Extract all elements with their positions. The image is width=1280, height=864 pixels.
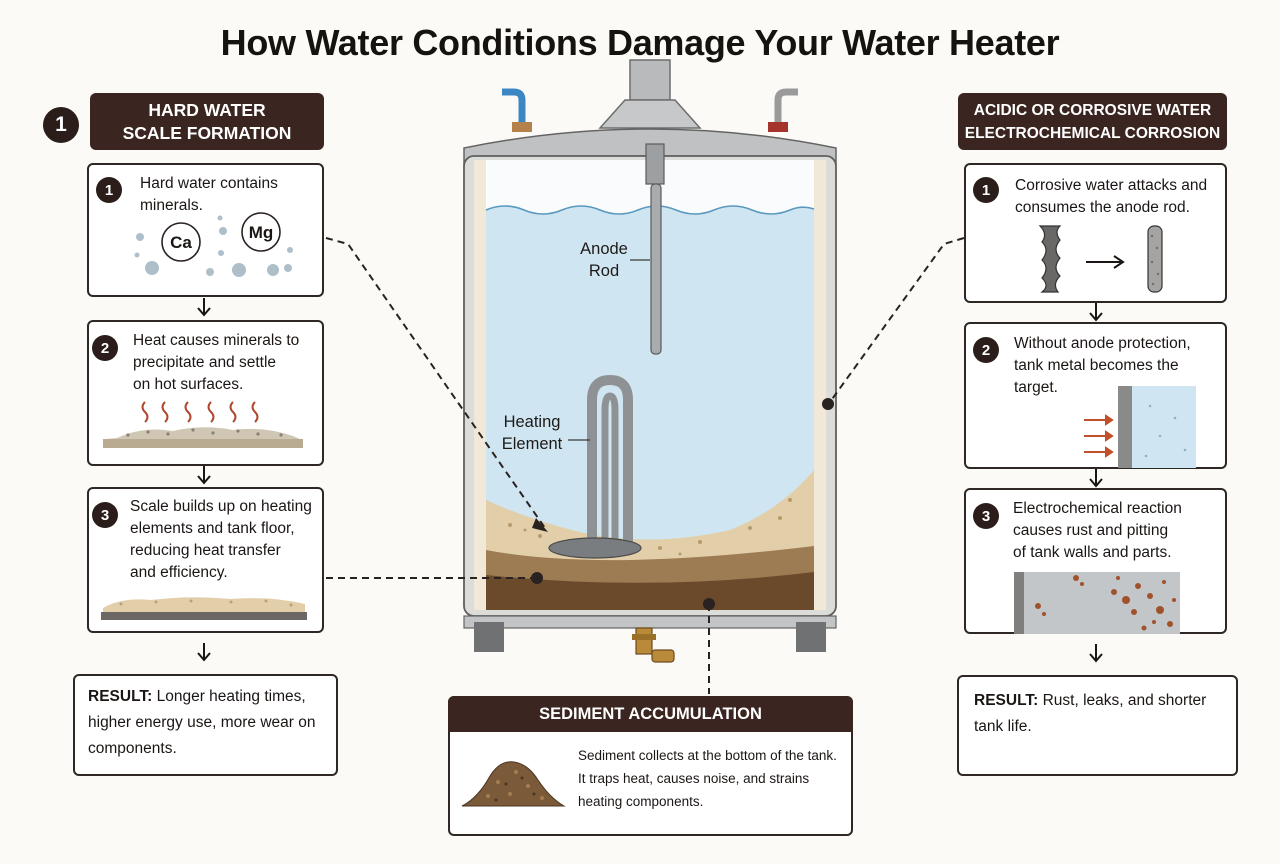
step-number-badge: 1 [96, 177, 122, 203]
heating-element-label-line1: Heating [503, 413, 561, 431]
hard-water-result-text: RESULT: Longer heating times, higher ene… [88, 684, 328, 762]
step-number-badge: 1 [973, 177, 999, 203]
step-number-badge: 3 [973, 503, 999, 529]
hard-water-header: HARD WATER SCALE FORMATION [90, 93, 324, 150]
hard-water-step-3-text: Scale builds up on heating elements and … [130, 498, 312, 581]
magnesium-ion-icon [241, 212, 281, 252]
heat-waves-icon [141, 401, 259, 423]
hard-water-header-line1: HARD WATER [148, 100, 266, 120]
tank-wall-target-illustration [1084, 386, 1196, 468]
page-title: How Water Conditions Damage Your Water H… [220, 22, 1060, 63]
sediment-pile-icon [461, 761, 566, 807]
corrosion-header: ACIDIC OR CORROSIVE WATER ELECTROCHEMICA… [958, 93, 1227, 150]
sediment-header: SEDIMENT ACCUMULATION [448, 696, 853, 732]
flue-pipe-icon [629, 59, 671, 101]
new-rod-icon [1147, 225, 1163, 293]
anode-rod-label-line2: Rod [588, 262, 620, 280]
corrosion-result [957, 675, 1238, 776]
corrosion-step-1 [964, 163, 1227, 303]
arrow-right-icon [1086, 255, 1125, 269]
flow-arrow-icon [197, 643, 211, 662]
rust-spots-icon [1035, 575, 1176, 631]
water-heater-tank [463, 59, 837, 663]
flow-arrow-icon [197, 298, 211, 317]
inlet-fitting-icon [512, 122, 532, 132]
anode-rod-label: Anode Rod [564, 238, 644, 282]
calcium-ion-label: Ca [170, 233, 192, 252]
step-number-badge: 2 [92, 335, 118, 361]
flow-arrow-icon [1089, 469, 1103, 488]
hard-water-step-1 [87, 163, 324, 297]
mineral-particles-icon [134, 215, 293, 277]
step-number-badge: 2 [973, 337, 999, 363]
corrosion-step-3-text: Electrochemical reaction causes rust and… [1013, 500, 1182, 561]
corrosion-header-line2: ELECTROCHEMICAL CORROSION [964, 125, 1221, 142]
anode-rod-label-line1: Anode [580, 240, 628, 258]
hard-water-step-2-text: Heat causes minerals to precipitate and … [133, 332, 300, 393]
corroded-rod-icon [1038, 225, 1062, 293]
corrosion-header-line1: ACIDIC OR CORROSIVE WATER [973, 102, 1212, 119]
calcium-ion-icon [161, 222, 201, 262]
corrosion-step-2-text: Without anode protection, tank metal bec… [1014, 335, 1191, 396]
step-number-badge: 3 [92, 502, 118, 528]
minerals-illustration: Ca Mg [134, 212, 293, 277]
section-number-badge: 1 [43, 107, 79, 143]
result-label: RESULT: [974, 692, 1039, 709]
anode-consumption-illustration [1038, 225, 1163, 293]
flow-arrow-icon [197, 466, 211, 485]
tank-leg-icon [796, 622, 826, 652]
result-text: Rust, leaks, and shorter tank life. [974, 692, 1207, 735]
magnesium-ion-label: Mg [249, 223, 274, 242]
heating-element-label-line2: Element [501, 435, 563, 453]
heat-precipitation-illustration [103, 401, 303, 448]
heating-element-label: Heating Element [492, 411, 572, 455]
result-text: Longer heating times, higher energy use,… [88, 688, 316, 757]
corrosion-arrows-icon [1084, 414, 1114, 458]
flow-arrow-icon [1089, 303, 1103, 322]
result-label: RESULT: [88, 688, 153, 705]
flow-arrow-icon [1089, 644, 1103, 663]
connector-scale-element [325, 237, 546, 529]
tank-leg-icon [474, 622, 504, 652]
corrosion-step-3 [964, 488, 1227, 634]
hard-water-header-line2: SCALE FORMATION [122, 123, 292, 143]
sediment-text: Sediment collects at the bottom of the t… [578, 748, 837, 809]
outlet-fitting-icon [768, 122, 788, 132]
hard-water-step-1-text: Hard water contains minerals. [140, 175, 278, 214]
cold-inlet-pipe-icon [502, 88, 526, 128]
scale-buildup-illustration [101, 597, 307, 620]
heating-element-icon [587, 374, 633, 548]
hot-outlet-pipe-icon [774, 88, 798, 128]
rust-pitting-illustration [1014, 572, 1180, 634]
hard-water-result [73, 674, 338, 776]
connector-corrosion-wall [829, 237, 965, 403]
corrosion-result-text: RESULT: Rust, leaks, and shorter tank li… [974, 688, 1224, 740]
water-fill [486, 206, 814, 610]
corrosion-step-1-text: Corrosive water attacks and consumes the… [1015, 177, 1208, 216]
